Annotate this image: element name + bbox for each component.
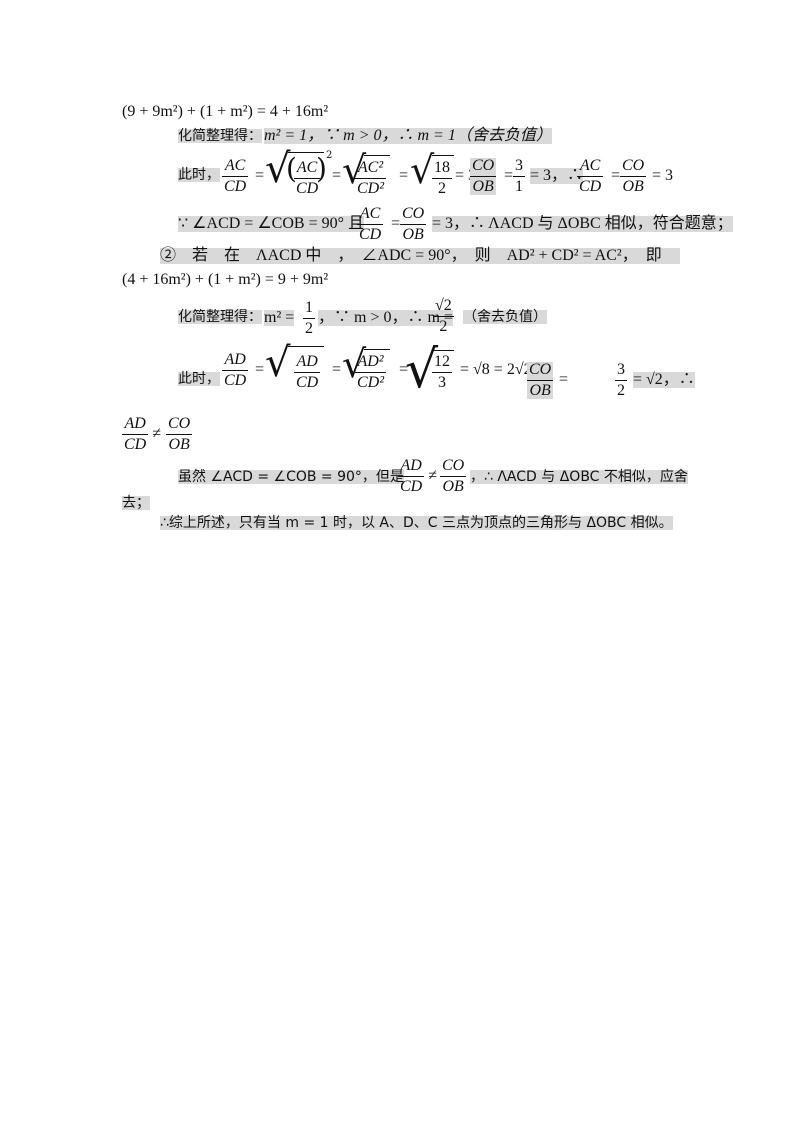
radical-bar — [288, 152, 324, 153]
radical-bar — [364, 349, 390, 350]
equals-sign: = — [331, 361, 342, 378]
not-similar-statement: ，∴ ΛACD 与 ΔOBC 不相似，应舍 — [470, 469, 688, 485]
sqrt-symbol: √ — [342, 342, 367, 386]
similar-conclusion: = 3，∴ ΛACD 与 ΔOBC 相似，符合题意； — [432, 215, 733, 232]
solution-m-equals-1: m² = 1，∵ m > 0，∴ m = 1（舍去负值） — [264, 127, 552, 144]
at-this-time-label-1: 此时， — [178, 167, 220, 183]
not-equal-sign: ≠ — [152, 425, 161, 442]
case-two-statement: ② 若 在 ΛACD 中 ， ∠ADC = 90°， 则 AD² + CD² =… — [160, 248, 680, 264]
equals-sign: = — [558, 371, 569, 388]
sqrt-symbol: √ — [265, 340, 291, 386]
m-squared-equals: m² = — [264, 309, 295, 326]
at-this-time-label-2: 此时， — [178, 371, 220, 387]
sqrt-symbol: √ — [410, 148, 435, 192]
radical-bar — [432, 350, 454, 351]
simplify-label-2: 化简整理得： — [178, 309, 262, 325]
equals-sign: = — [331, 167, 342, 184]
equals-sign: = — [610, 167, 621, 184]
equals-sign: = — [398, 167, 409, 184]
result-equals-3-c: = 3 — [652, 167, 674, 184]
although-statement: 虽然 ∠ACD = ∠COB = 90°，但是 — [178, 469, 404, 485]
open-paren: ( — [286, 152, 297, 185]
because-angles-right: ∵ ∠ACD = ∠COB = 90° 且 — [178, 215, 364, 232]
radical-bar — [364, 155, 390, 156]
conclusion-statement: ∴综上所述，只有当 m = 1 时，以 A、D、C 三点为顶点的三角形与 ΔOB… — [160, 515, 673, 531]
equation-line-1: (9 + 9m²) + (1 + m²) = 4 + 16m² — [122, 103, 329, 120]
equals-sign: = — [254, 167, 265, 184]
because-m-positive: ，∵ m > 0，∴ m = — [318, 309, 453, 326]
not-equal-sign: ≠ — [428, 467, 437, 484]
result-equals-3-b: = 3，∴ — [530, 167, 584, 184]
exponent-2: 2 — [326, 150, 333, 161]
radical-bar — [432, 155, 454, 156]
result-3-over-2-root2: = √2，∴ — [633, 371, 695, 388]
discard-word: 去； — [122, 495, 150, 511]
discard-negative-2: （舍去负值） — [463, 309, 547, 325]
equals-sign: = — [398, 361, 409, 378]
equals-sign: = — [390, 215, 401, 232]
sqrt-symbol: √ — [342, 148, 367, 192]
close-paren: ) — [316, 152, 327, 185]
sqrt-symbol: √ — [265, 146, 291, 192]
result-2-root-2: = √8 = 2√2， — [460, 361, 548, 378]
radical-bar — [288, 346, 324, 347]
equals-sign: = — [503, 167, 514, 184]
simplify-label-1: 化简整理得： — [178, 128, 262, 144]
equals-sign: = — [254, 361, 265, 378]
equation-line-6: (4 + 16m²) + (1 + m²) = 9 + 9m² — [122, 271, 329, 288]
